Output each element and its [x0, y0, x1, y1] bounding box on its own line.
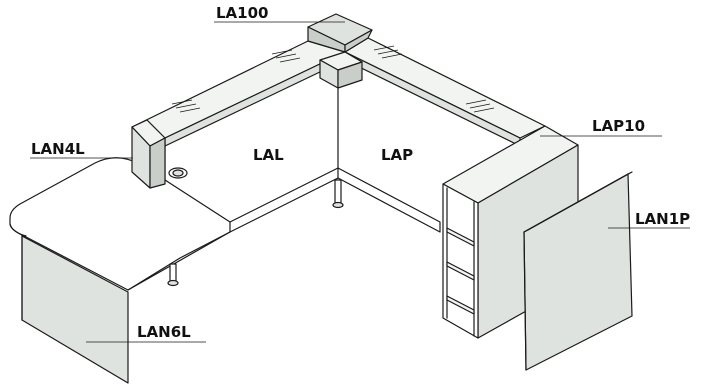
- leader-lines: [30, 21, 690, 343]
- label-lal: LAL: [253, 146, 284, 164]
- glass-hatch-marks: [171, 49, 301, 113]
- left-upper-shelf: [131, 40, 346, 147]
- lan4l-support: [131, 119, 166, 189]
- lan1p-panel: [523, 171, 633, 371]
- cable-grommet: [168, 167, 188, 179]
- lan6l-side-panel: [21, 235, 129, 384]
- right-upper-shelf: [344, 37, 546, 147]
- corner-cube: [319, 51, 363, 89]
- glass-hatch-marks-right: [373, 45, 495, 113]
- label-la100: LA100: [216, 4, 268, 22]
- label-lan4l: LAN4L: [31, 140, 85, 158]
- desk-legs: [167, 179, 344, 287]
- labels: LA100 LAN4L LAL LAP LAP10 LAN1P LAN6L: [31, 4, 690, 341]
- label-lan1p: LAN1P: [635, 210, 690, 228]
- label-lap10: LAP10: [592, 117, 645, 135]
- label-lan6l: LAN6L: [137, 323, 191, 341]
- label-lap: LAP: [381, 146, 413, 164]
